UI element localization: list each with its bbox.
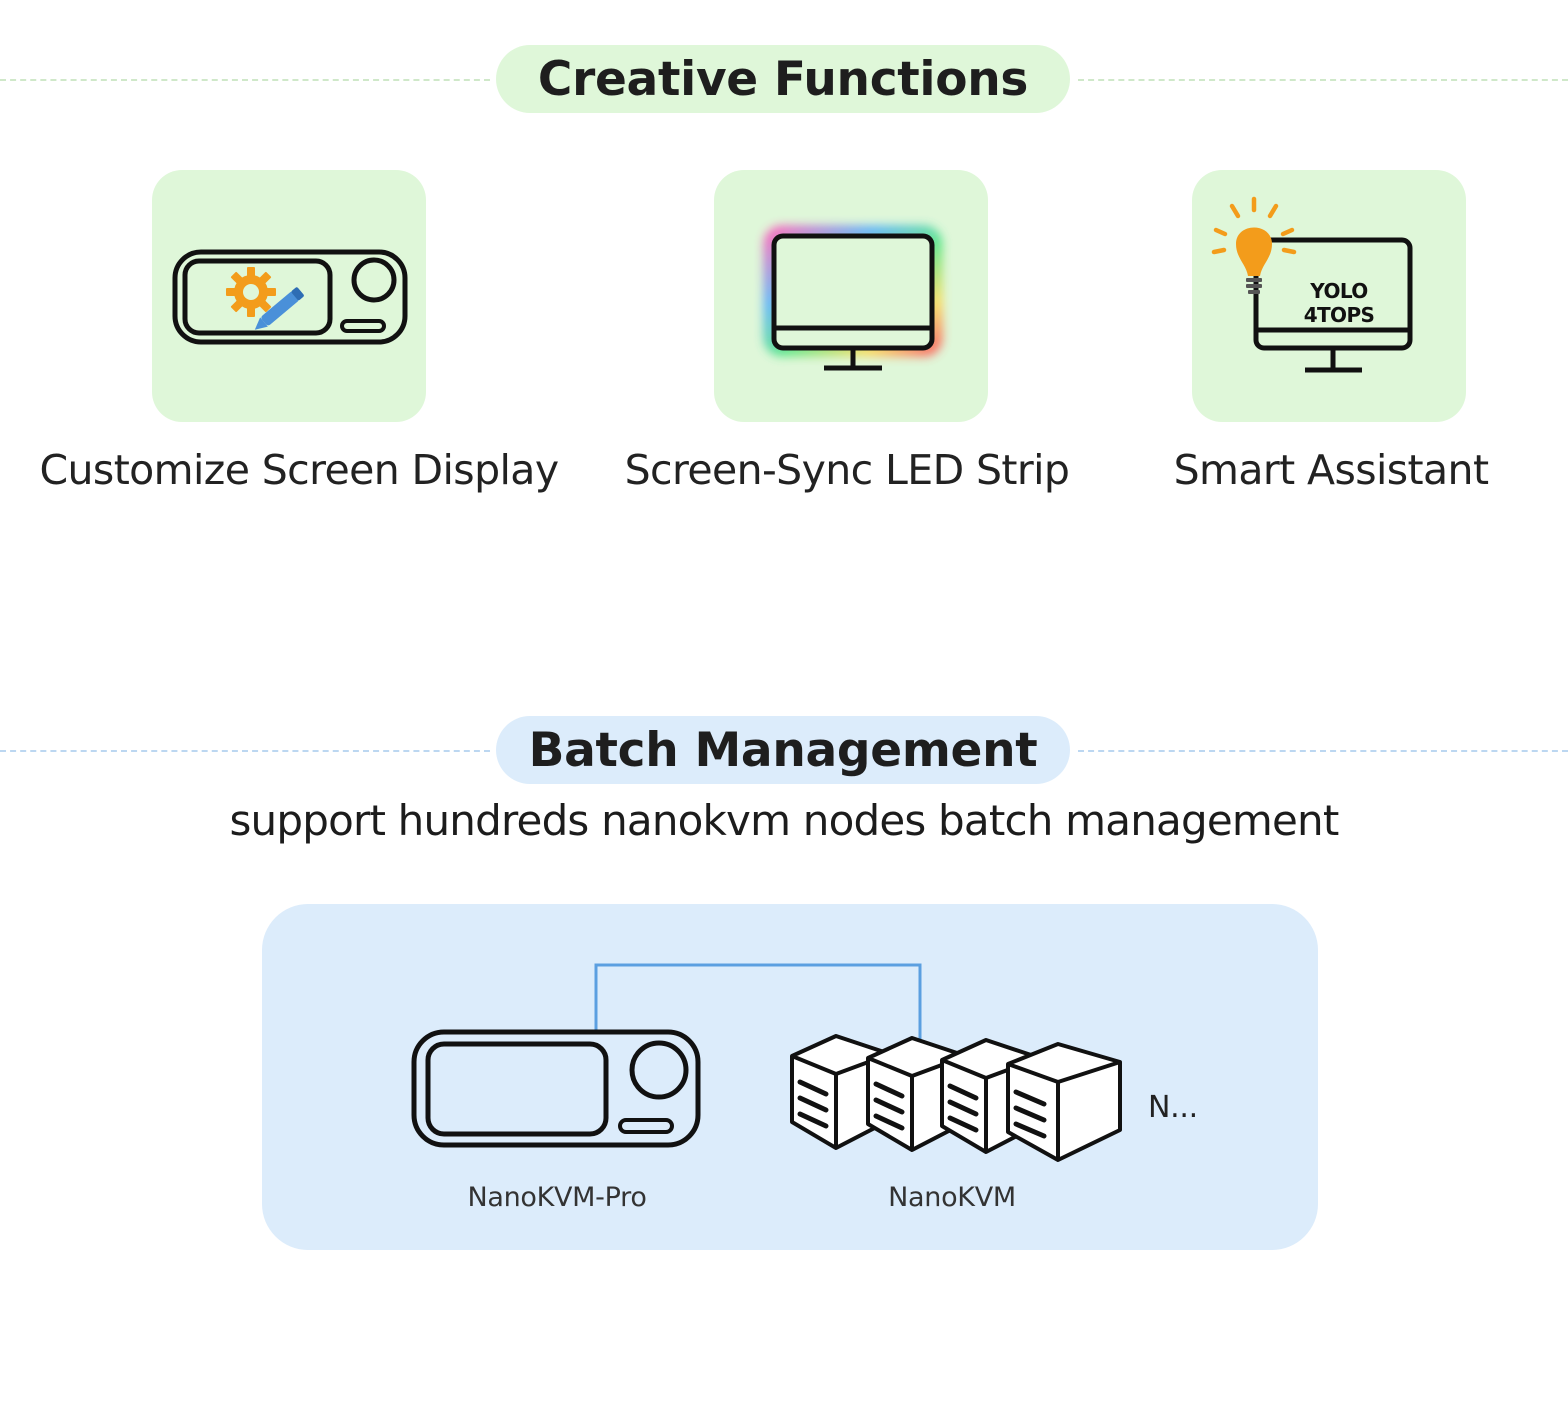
nanokvm-label: NanoKVM: [888, 1182, 1016, 1213]
batch-diagram-panel: N... NanoKVM-Pro NanoKVM: [262, 904, 1318, 1250]
lightbulb-monitor-icon: [1211, 196, 1413, 373]
creative-divider-left: [0, 79, 490, 81]
smart-assistant-tile: YOLO 4TOPS: [1192, 170, 1466, 422]
customize-screen-tile: [152, 170, 426, 422]
creative-divider-right: [1078, 79, 1568, 81]
batch-management-heading: Batch Management: [496, 716, 1070, 784]
batch-divider-left: [0, 750, 490, 752]
more-nodes-label: N...: [1148, 1090, 1198, 1125]
nanokvm-pro-device-icon: [411, 1029, 701, 1148]
connector-line: [594, 963, 922, 1054]
creative-functions-heading: Creative Functions: [496, 45, 1070, 113]
yolo-screen-text: YOLO 4TOPS: [1303, 279, 1375, 327]
nanokvm-cube-icon: [790, 1034, 1122, 1162]
rgb-monitor-icon: [764, 226, 942, 371]
device-edit-icon: [172, 249, 408, 345]
feature-label: Screen-Sync LED Strip: [624, 446, 1070, 494]
batch-subtitle: support hundreds nanokvm nodes batch man…: [229, 796, 1339, 845]
feature-label: Customize Screen Display: [39, 446, 560, 494]
nanokvm-pro-label: NanoKVM-Pro: [467, 1182, 647, 1213]
led-strip-tile: [714, 170, 988, 422]
batch-divider-right: [1078, 750, 1568, 752]
batch-diagram: [411, 963, 1122, 1162]
feature-label: Smart Assistant: [1173, 446, 1489, 494]
